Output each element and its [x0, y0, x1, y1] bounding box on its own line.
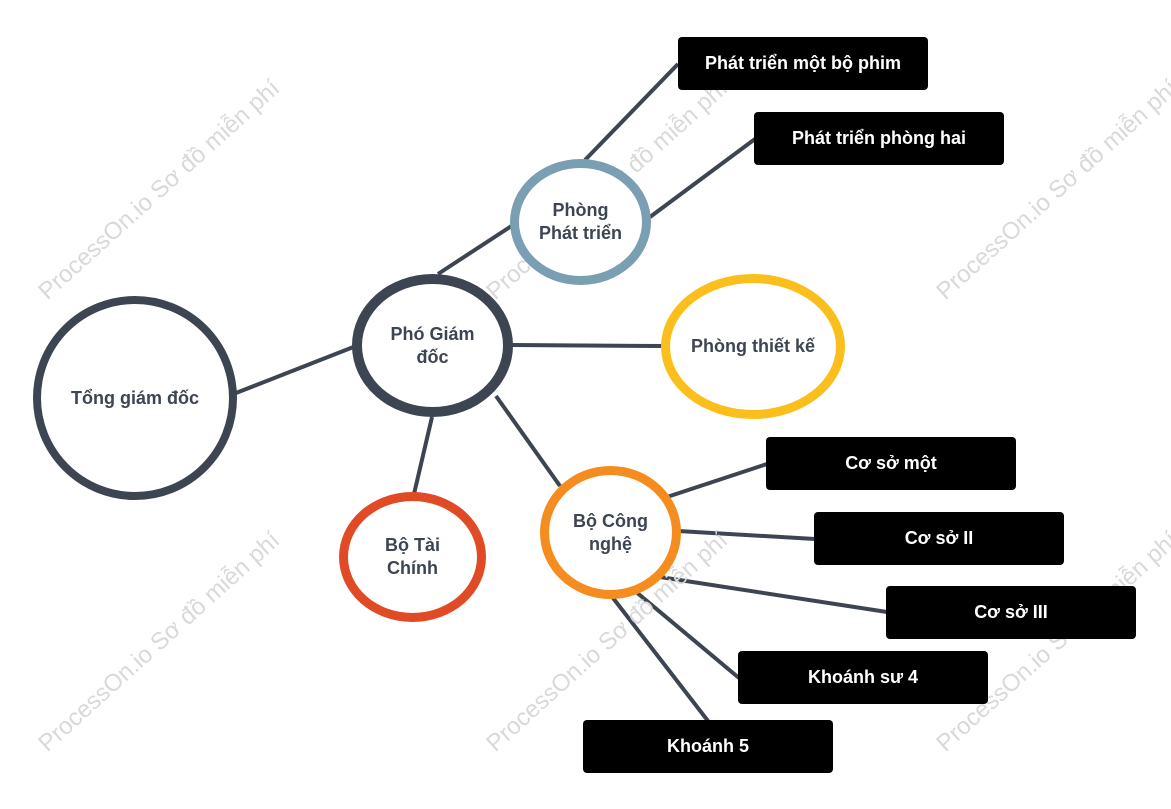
- node-deputy[interactable]: Phó Giám đốc: [352, 274, 513, 417]
- node-deputy-label: Phó Giám đốc: [390, 323, 475, 367]
- edge-tech-base2: [677, 529, 816, 541]
- box-base3[interactable]: Cơ sở III: [886, 586, 1136, 639]
- box-base2[interactable]: Cơ sở II: [814, 512, 1064, 565]
- edge-dev-film: [583, 62, 680, 162]
- node-tech-label: Bộ Công nghệ: [573, 510, 648, 554]
- edge-tech-base3: [659, 575, 888, 614]
- edge-deputy-dev: [436, 223, 515, 276]
- node-dev-dept[interactable]: Phòng Phát triển: [510, 159, 651, 285]
- box-base1[interactable]: Cơ sở một: [766, 437, 1016, 490]
- edge-deputy-finance: [412, 416, 434, 495]
- edge-dev-room2: [648, 137, 757, 219]
- edge-deputy-tech: [494, 394, 562, 488]
- node-design-label: Phòng thiết kế: [690, 336, 815, 356]
- node-finance[interactable]: Bộ Tài Chính: [339, 492, 486, 622]
- edge-tech-k5: [611, 596, 710, 723]
- node-ceo-label: Tổng giám đốc: [71, 387, 199, 408]
- box-room2[interactable]: Phát triển phòng hai: [754, 112, 1004, 165]
- node-design[interactable]: Phòng thiết kế: [661, 274, 845, 419]
- node-finance-label: Bộ Tài Chính: [384, 535, 440, 578]
- node-dev-dept-label: Phòng Phát triển: [538, 200, 622, 243]
- edge-ceo-deputy: [235, 344, 357, 395]
- edge-tech-base1: [666, 462, 768, 499]
- node-ceo[interactable]: Tổng giám đốc: [33, 296, 237, 500]
- node-tech[interactable]: Bộ Công nghệ: [540, 466, 681, 599]
- edge-deputy-design: [511, 343, 663, 348]
- box-film[interactable]: Phát triển một bộ phim: [678, 37, 928, 90]
- box-k5[interactable]: Khoánh 5: [583, 720, 833, 773]
- edge-tech-k4: [633, 589, 741, 680]
- box-k4[interactable]: Khoánh sư 4: [738, 651, 988, 704]
